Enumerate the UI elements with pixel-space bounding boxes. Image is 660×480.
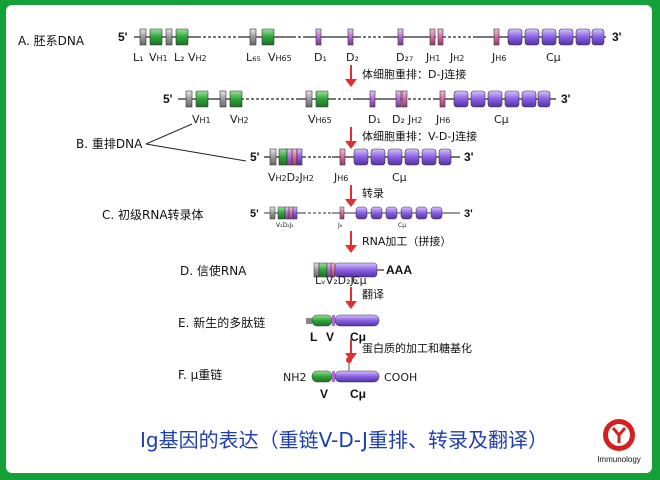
slide-caption: Ig基因的表达（重链V-D-J重排、转录及翻译）	[140, 428, 548, 452]
step-arrow-1	[345, 65, 357, 87]
svg-text:J₆: J₆	[337, 222, 343, 229]
row3-segments	[269, 148, 452, 166]
row4-three-prime: 3'	[464, 208, 473, 220]
row3-labels: VH2D₂JH2 JH6 Cμ	[268, 171, 407, 184]
section-a-label: A. 胚系DNA	[18, 34, 85, 48]
step-arrow-6	[345, 339, 357, 361]
cooh-terminus: COOH	[384, 371, 417, 384]
row4-labels: V₂D₂J₂ J₆ Cμ	[276, 222, 406, 229]
section-b-connector-upper	[145, 123, 193, 145]
section-b-label: B. 重排DNA	[76, 137, 143, 151]
svg-text:JH6: JH6	[333, 171, 348, 184]
svg-text:L₂: L₂	[174, 51, 185, 64]
row1-segments	[139, 28, 605, 46]
svg-text:Cμ: Cμ	[398, 222, 406, 229]
svg-text:VH1: VH1	[192, 113, 211, 126]
mrna-molecule	[313, 262, 384, 278]
immunology-logo: Immunology	[597, 419, 641, 464]
heavy-chain-v-label: V	[320, 387, 328, 401]
svg-text:JH1: JH1	[425, 51, 440, 64]
mu-heavy-chain	[311, 357, 380, 383]
row2-labels: VH1 VH2 VH65 D₁ D₂ JH2 JH6 Cμ	[192, 113, 509, 126]
svg-text:D₁: D₁	[368, 113, 381, 126]
row1-labels: L₁ VH1 L₂ VH2 L₆₅ VH65 D₁ D₂ D₂₇ JH1 JH2…	[133, 51, 561, 64]
row3-three-prime: 3'	[464, 150, 474, 164]
svg-text:JH2: JH2	[449, 51, 464, 64]
svg-text:VH65: VH65	[308, 113, 332, 126]
row2-three-prime: 3'	[561, 92, 571, 106]
svg-text:D₂: D₂	[346, 51, 359, 64]
slide-frame: A. 胚系DNA 5' 3' L₁ VH1 L₂ VH2 L₆₅ VH65 D₁…	[6, 5, 652, 473]
row2-segments	[185, 90, 551, 108]
polypeptide-l-label: L	[310, 330, 317, 344]
step-2-label: 体细胞重排：V-D-J连接	[362, 129, 477, 143]
section-c-label: C. 初级RNA转录体	[102, 207, 204, 222]
mrna-ldj-label: LᵥV₂D₂J₂	[315, 274, 358, 287]
svg-text:VH2: VH2	[230, 113, 249, 126]
svg-text:JH6: JH6	[491, 51, 506, 64]
section-b-connector-lower	[145, 143, 247, 162]
section-f-label: F. μ重链	[178, 367, 222, 382]
svg-text:D₂₇: D₂₇	[396, 51, 413, 64]
svg-text:VH2: VH2	[188, 51, 207, 64]
nh2-terminus: NH2	[283, 371, 307, 384]
glycosylation-site-icon	[346, 357, 352, 363]
poly-a-tail: AAA	[386, 263, 412, 277]
nascent-polypeptide	[306, 314, 380, 327]
section-e-label: E. 新生的多肽链	[178, 315, 265, 330]
svg-text:D₁: D₁	[314, 51, 327, 64]
step-arrow-5	[345, 287, 357, 309]
row1-three-prime: 3'	[612, 30, 622, 44]
step-3-label: 转录	[362, 186, 384, 200]
mrna-cmu-label: Cμ	[352, 274, 367, 287]
heavy-chain-cmu-label: Cμ	[350, 387, 366, 401]
svg-text:Cμ: Cμ	[494, 113, 509, 126]
polypeptide-cmu-label: Cμ	[350, 330, 366, 344]
svg-text:Cμ: Cμ	[546, 51, 561, 64]
svg-text:JH6: JH6	[435, 113, 450, 126]
svg-text:V₂D₂J₂: V₂D₂J₂	[276, 222, 294, 229]
svg-text:D₂: D₂	[392, 113, 405, 126]
section-d-label: D. 信使RNA	[180, 263, 247, 278]
svg-text:VH65: VH65	[268, 51, 292, 64]
row4-segments	[269, 206, 443, 220]
svg-text:L₁: L₁	[133, 51, 144, 64]
step-5-label: 翻译	[362, 287, 384, 301]
row4-five-prime: 5'	[250, 208, 259, 220]
row1-five-prime: 5'	[118, 30, 128, 44]
svg-text:L₆₅: L₆₅	[246, 51, 261, 64]
step-1-label: 体细胞重排：D-J连接	[362, 67, 466, 81]
logo-text: Immunology	[597, 455, 641, 464]
svg-text:Cμ: Cμ	[392, 171, 407, 184]
svg-text:JH2: JH2	[407, 113, 422, 126]
step-arrow-3	[345, 185, 357, 207]
step-arrow-4	[345, 231, 357, 253]
step-arrow-2	[345, 127, 357, 149]
row2-five-prime: 5'	[163, 92, 173, 106]
polypeptide-v-label: V	[326, 330, 334, 344]
svg-text:VH1: VH1	[149, 51, 168, 64]
step-4-label: RNA加工（拼接）	[362, 234, 451, 248]
row3-five-prime: 5'	[250, 150, 260, 164]
step-6-label: 蛋白质的加工和糖基化	[362, 341, 472, 355]
ig-gene-expression-diagram: A. 胚系DNA 5' 3' L₁ VH1 L₂ VH2 L₆₅ VH65 D₁…	[18, 28, 641, 464]
svg-text:VH2D₂JH2: VH2D₂JH2	[268, 171, 314, 184]
